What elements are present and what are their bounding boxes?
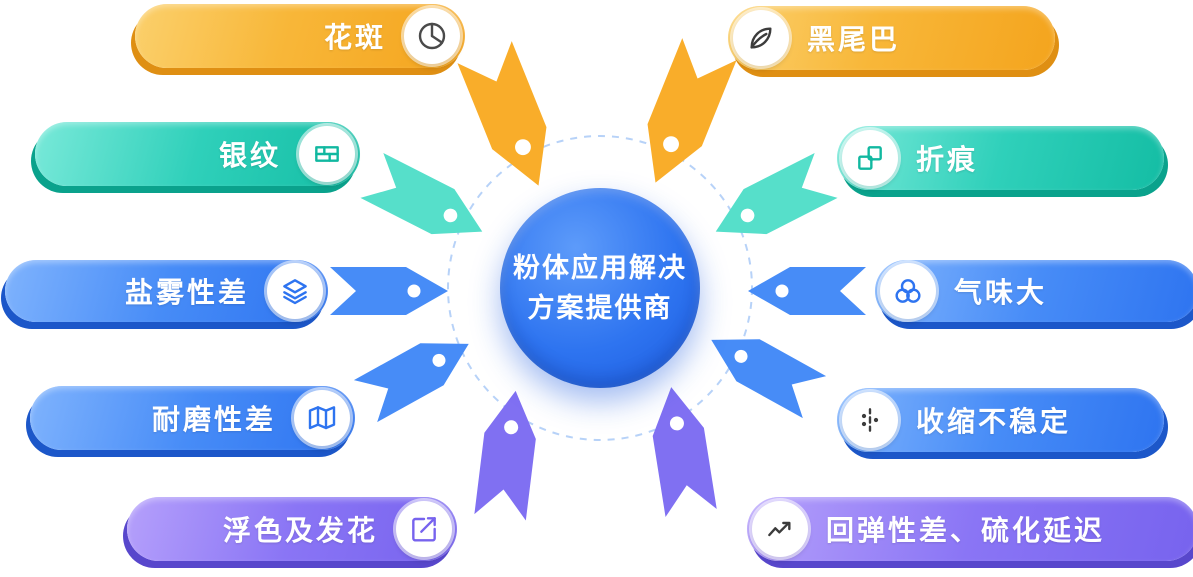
pill-huitanxingcha: 回弹性差、硫化延迟 — [747, 497, 1193, 561]
dashed-ring — [447, 135, 753, 441]
pill-zhehen: 折痕 — [837, 126, 1164, 190]
pill-qiweida: 气味大 — [875, 260, 1193, 322]
arrow-qiweida — [748, 267, 866, 315]
layers-icon — [267, 263, 323, 319]
pill-label: 耐磨性差 — [151, 404, 276, 435]
puzzle-icon — [842, 130, 898, 186]
pill-fusejifahua: 浮色及发花 — [127, 497, 457, 561]
pill-label: 花斑 — [323, 22, 386, 53]
pill-label: 盐雾性差 — [124, 277, 249, 308]
shrink-dots-icon — [842, 392, 898, 448]
arrow-heiweiba — [628, 38, 737, 194]
center-title-line1: 粉体应用解决 — [513, 252, 687, 283]
pill-yinwen: 银纹 — [35, 122, 360, 186]
arrow-huaban — [457, 41, 566, 197]
pill-heiweiba: 黑尾巴 — [728, 6, 1055, 70]
pill-naimoxingcha: 耐磨性差 — [30, 386, 355, 450]
pill-label: 折痕 — [916, 144, 979, 175]
pill-label: 浮色及发花 — [222, 515, 378, 546]
arrow-naimoxingcha — [353, 322, 481, 423]
arrow-yinwen — [360, 152, 494, 255]
map-icon — [294, 390, 350, 446]
arrow-fuse — [474, 387, 542, 521]
arrow-zhehen — [704, 152, 838, 255]
center-title-line2: 方案提供商 — [527, 293, 673, 323]
center-node: 粉体应用解决 方案提供商 — [500, 188, 700, 388]
pill-shousuobuwending: 收缩不稳定 — [837, 388, 1164, 452]
leaf-icon — [733, 10, 789, 66]
pen-square-icon — [396, 501, 452, 557]
arrow-yanwuxingcha — [330, 267, 448, 315]
pill-yanwuxingcha: 盐雾性差 — [5, 260, 328, 322]
pill-label: 黑尾巴 — [807, 24, 901, 55]
pill-label: 气味大 — [954, 277, 1048, 308]
pill-label: 银纹 — [218, 140, 281, 171]
aroma-circles-icon — [880, 263, 936, 319]
pill-huaban: 花斑 — [135, 4, 465, 68]
trend-arrow-icon — [752, 501, 808, 557]
pie-chart-icon — [404, 8, 460, 64]
bricks-icon — [299, 126, 355, 182]
pill-label: 回弹性差、硫化延迟 — [826, 515, 1106, 546]
arrow-shousuo — [699, 318, 827, 419]
arrow-huitan — [645, 383, 717, 518]
pill-label: 收缩不稳定 — [916, 406, 1072, 437]
